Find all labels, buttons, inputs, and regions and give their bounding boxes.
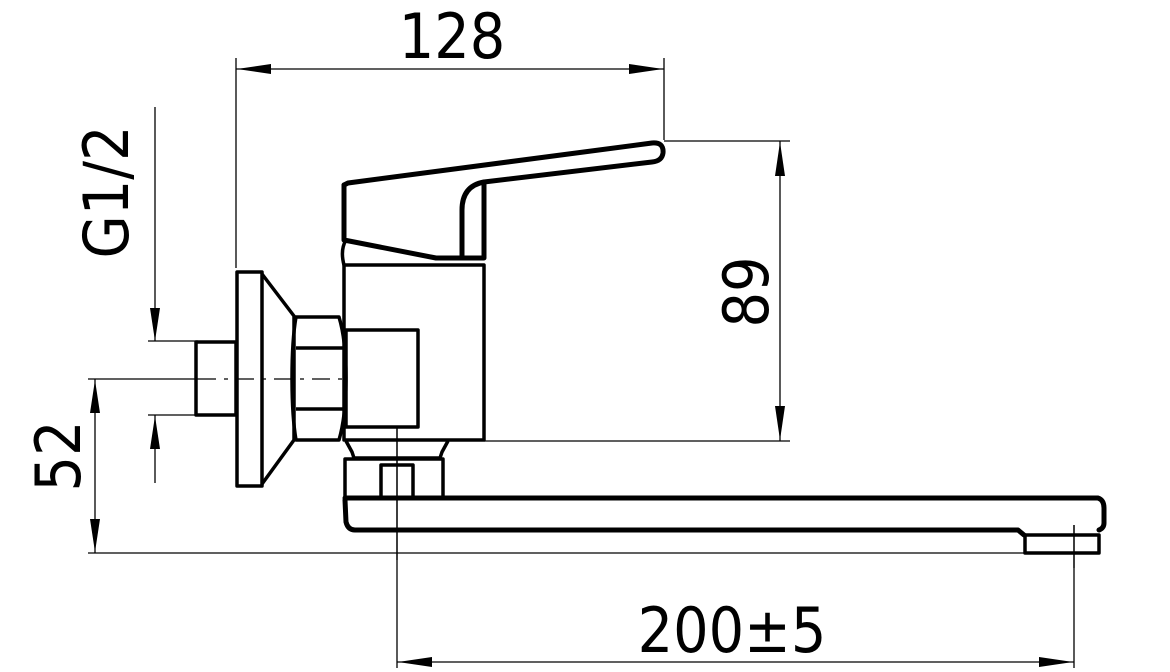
wall-flange-cone — [260, 272, 296, 486]
cartridge-box — [344, 328, 420, 429]
dimension-label-89: 89 — [710, 257, 783, 328]
dimension-89: 89 — [484, 140, 790, 442]
dimension-label-52: 52 — [22, 421, 95, 492]
dimension-200: 200±5 — [396, 427, 1075, 668]
aerator — [1023, 533, 1101, 555]
dimension-128: 128 — [235, 0, 665, 268]
dimension-52: 52 — [22, 378, 1100, 554]
mixer-body — [342, 263, 486, 442]
faucet-body — [194, 140, 1107, 568]
lever-handle — [340, 140, 666, 266]
spout — [342, 495, 1107, 568]
dimension-label-g1-2: G1/2 — [70, 126, 143, 259]
dimension-label-128: 128 — [399, 0, 505, 73]
dimension-label-200: 200±5 — [638, 594, 827, 667]
dimension-g1-2: G1/2 — [70, 107, 198, 483]
